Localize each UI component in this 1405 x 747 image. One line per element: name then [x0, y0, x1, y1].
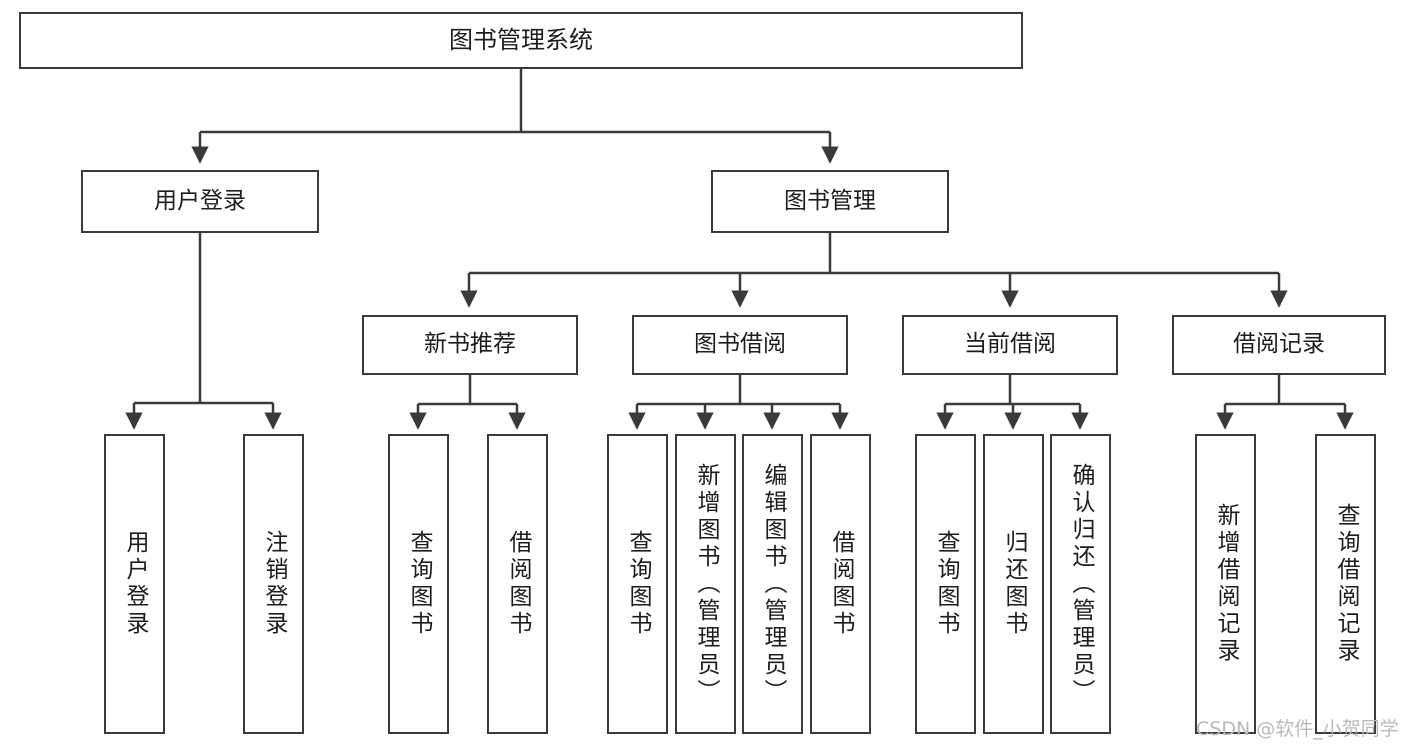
- node-leaf-query-record[interactable]: 查询借阅记录: [1315, 434, 1376, 734]
- node-leaf-borrow-book-2[interactable]: 借阅图书: [810, 434, 871, 734]
- node-borrow-record-label: 借阅记录: [1233, 331, 1325, 358]
- node-leaf-query-record-label: 查询借阅记录: [1333, 503, 1359, 665]
- node-leaf-borrow-book-1[interactable]: 借阅图书: [487, 434, 548, 734]
- node-leaf-user-login-label: 用户登录: [122, 530, 148, 638]
- node-leaf-query-book-3[interactable]: 查询图书: [915, 434, 976, 734]
- node-leaf-query-book-1-label: 查询图书: [406, 530, 432, 638]
- node-leaf-edit-book[interactable]: 编辑图书（管理员）: [742, 434, 803, 734]
- node-book-borrow[interactable]: 图书借阅: [632, 315, 848, 375]
- node-leaf-add-book-label: 新增图书（管理员）: [693, 462, 719, 706]
- node-leaf-query-book-2-label: 查询图书: [625, 530, 651, 638]
- node-leaf-query-book-3-label: 查询图书: [933, 530, 959, 638]
- node-leaf-add-record[interactable]: 新增借阅记录: [1195, 434, 1256, 734]
- node-leaf-logout-label: 注销登录: [261, 530, 287, 638]
- node-borrow-record[interactable]: 借阅记录: [1172, 315, 1386, 375]
- node-new-book-recommend[interactable]: 新书推荐: [362, 315, 578, 375]
- node-leaf-edit-book-label: 编辑图书（管理员）: [760, 462, 786, 706]
- node-book-manage-label: 图书管理: [784, 187, 876, 214]
- node-book-manage[interactable]: 图书管理: [711, 170, 949, 233]
- node-leaf-borrow-book-2-label: 借阅图书: [828, 530, 854, 638]
- node-leaf-return-book-label: 归还图书: [1001, 530, 1027, 638]
- node-user-login-label: 用户登录: [154, 187, 246, 214]
- node-root-label: 图书管理系统: [449, 26, 593, 55]
- node-new-book-recommend-label: 新书推荐: [424, 331, 516, 358]
- node-leaf-add-book[interactable]: 新增图书（管理员）: [675, 434, 736, 734]
- watermark: CSDN @软件_小贺同学: [1196, 718, 1399, 740]
- node-leaf-borrow-book-1-label: 借阅图书: [505, 530, 531, 638]
- node-current-borrow-label: 当前借阅: [964, 331, 1056, 358]
- node-leaf-query-book-1[interactable]: 查询图书: [388, 434, 449, 734]
- node-leaf-confirm-return[interactable]: 确认归还（管理员）: [1050, 434, 1111, 734]
- node-leaf-query-book-2[interactable]: 查询图书: [607, 434, 668, 734]
- node-leaf-logout[interactable]: 注销登录: [243, 434, 304, 734]
- node-book-borrow-label: 图书借阅: [694, 331, 786, 358]
- node-leaf-confirm-return-label: 确认归还（管理员）: [1068, 462, 1094, 706]
- node-leaf-add-record-label: 新增借阅记录: [1213, 503, 1239, 665]
- node-leaf-user-login[interactable]: 用户登录: [104, 434, 165, 734]
- node-leaf-return-book[interactable]: 归还图书: [983, 434, 1044, 734]
- node-user-login[interactable]: 用户登录: [81, 170, 319, 233]
- node-root[interactable]: 图书管理系统: [19, 12, 1023, 69]
- node-current-borrow[interactable]: 当前借阅: [902, 315, 1118, 375]
